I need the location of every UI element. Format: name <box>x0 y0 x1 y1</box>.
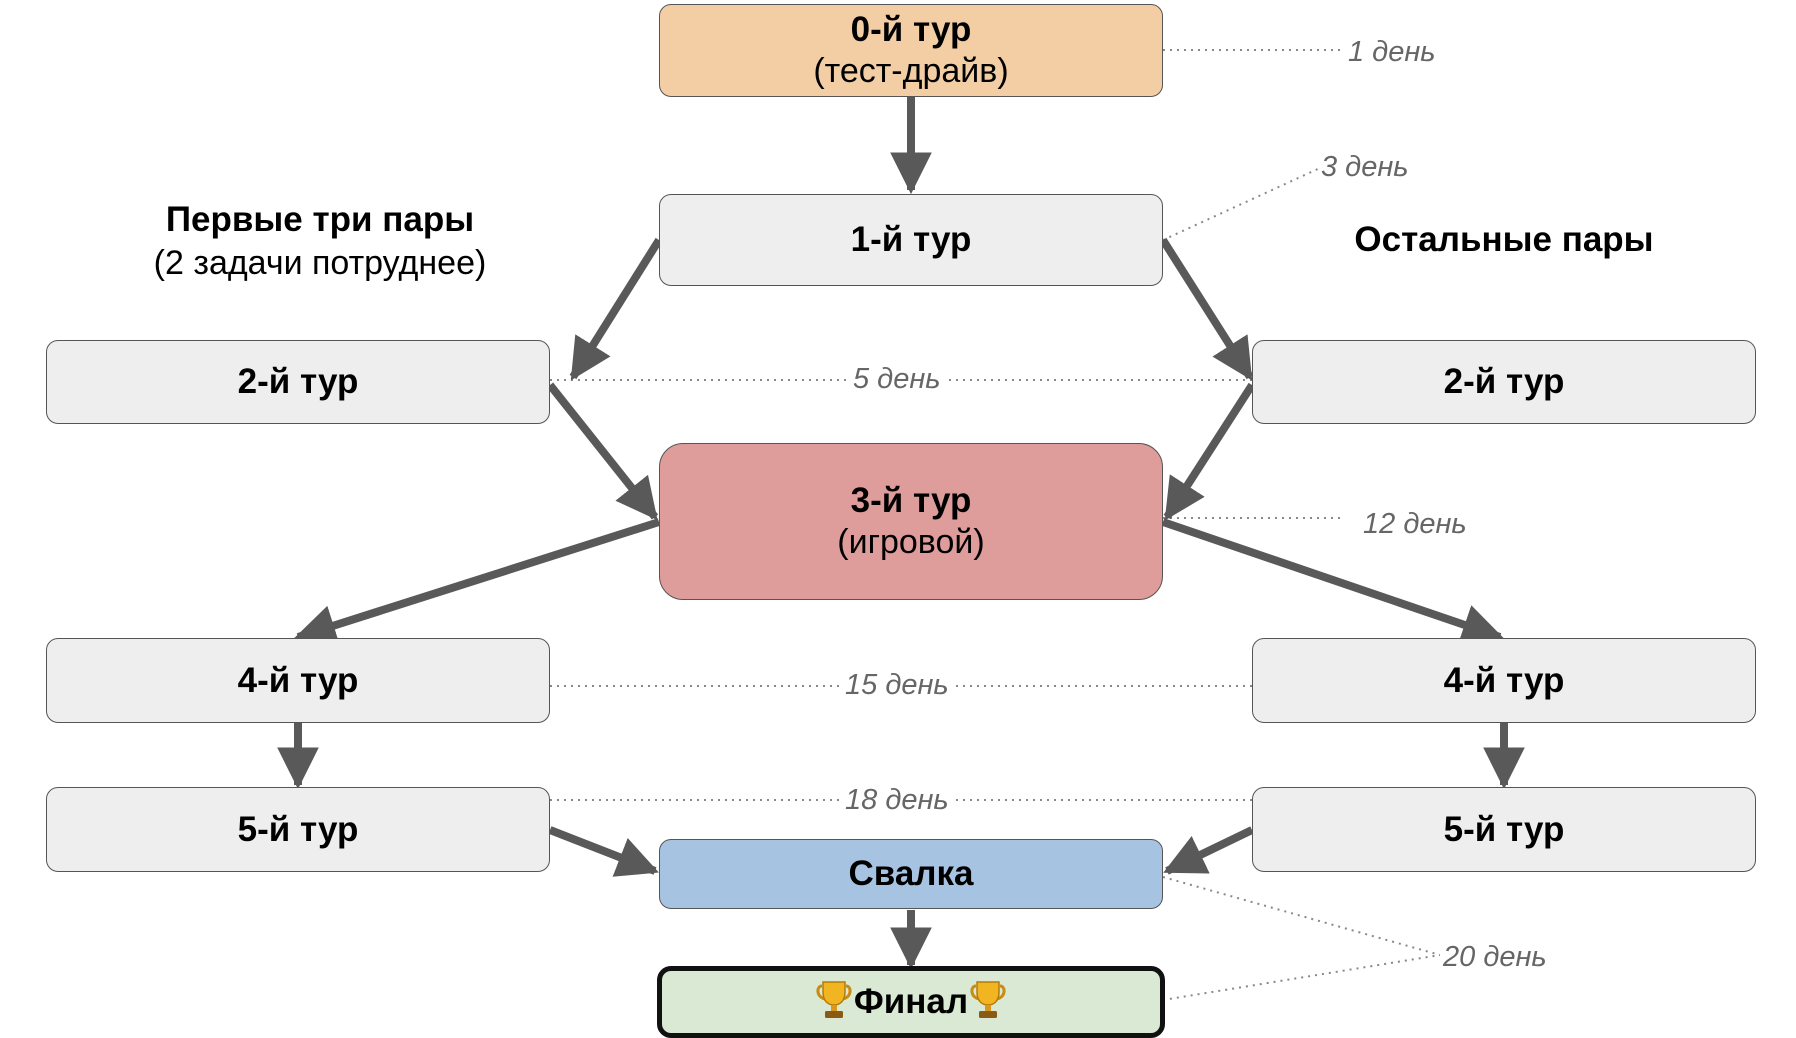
trophy-icon <box>970 980 1006 1025</box>
left-heading-title: Первые три пары <box>165 200 475 239</box>
dotted-line-d20-upper <box>1162 876 1441 956</box>
node-tour4-right-title: 4-й тур <box>1443 660 1565 700</box>
node-svalka-title: Свалка <box>848 854 974 893</box>
right-heading: Остальные пары <box>1262 218 1746 262</box>
day-label-15: 15 день <box>842 671 952 700</box>
node-final-title: Финал <box>853 982 969 1021</box>
right-heading-title: Остальные пары <box>1354 220 1654 259</box>
arrow-tour5-right-svalka <box>1163 826 1254 875</box>
node-tour5-left: 5-й тур <box>46 787 550 872</box>
day-label-1: 1 день <box>1345 38 1439 67</box>
node-tour0-subtitle: (тест-драйв) <box>813 52 1009 91</box>
arrow-tour5-left-svalka <box>548 826 659 877</box>
dotted-line-d3 <box>1162 167 1321 241</box>
arrow-tour3-tour4-right <box>1161 518 1504 645</box>
node-tour1: 1-й тур <box>659 194 1163 286</box>
arrow-tour1-tour2-right <box>1159 237 1254 381</box>
node-tour4-left-title: 4-й тур <box>237 660 359 700</box>
node-tour5-left-title: 5-й тур <box>237 809 359 849</box>
trophy-icon <box>816 980 852 1025</box>
node-tour0-title: 0-й тур <box>850 10 972 50</box>
node-tour2-left-title: 2-й тур <box>237 362 359 401</box>
arrow-tour1-tour2-left <box>569 237 663 381</box>
node-tour5-right-title: 5-й тур <box>1443 809 1565 849</box>
day-label-5: 5 день <box>850 365 944 394</box>
node-tour0: 0-й тур (тест-драйв) <box>659 4 1163 97</box>
node-tour5-right: 5-й тур <box>1252 787 1756 872</box>
node-tour1-title: 1-й тур <box>850 220 972 259</box>
node-final: Финал <box>657 966 1165 1038</box>
node-tour2-right-title: 2-й тур <box>1443 362 1565 401</box>
node-tour3-subtitle: (игровой) <box>837 523 985 562</box>
node-svalka: Свалка <box>659 839 1163 909</box>
arrow-tour2-right-tour3 <box>1163 382 1256 521</box>
day-label-20: 20 день <box>1440 943 1550 972</box>
node-tour2-right: 2-й тур <box>1252 340 1756 424</box>
day-label-3: 3 день <box>1318 153 1412 182</box>
node-tour2-left: 2-й тур <box>46 340 550 424</box>
left-heading-subtitle: (2 задачи потруднее) <box>153 243 487 282</box>
arrow-tour3-tour4-left <box>294 518 661 646</box>
arrow-tour2-left-tour3 <box>546 382 659 521</box>
dotted-line-d20-lower <box>1162 954 1441 1001</box>
node-tour4-left: 4-й тур <box>46 638 550 723</box>
day-label-12: 12 день <box>1360 510 1470 539</box>
node-tour3-title: 3-й тур <box>850 481 972 521</box>
left-heading: Первые три пары (2 задачи потруднее) <box>100 198 540 284</box>
node-tour3: 3-й тур (игровой) <box>659 443 1163 600</box>
day-label-18: 18 день <box>842 786 952 815</box>
node-tour4-right: 4-й тур <box>1252 638 1756 723</box>
